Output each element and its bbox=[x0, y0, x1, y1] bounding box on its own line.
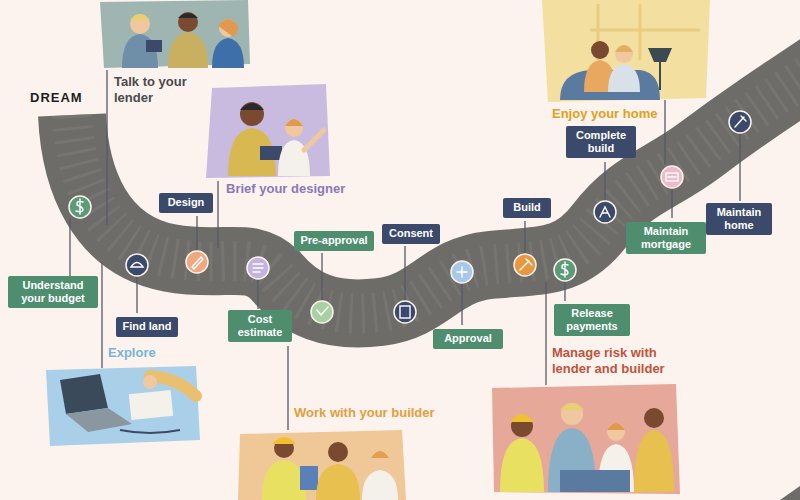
tag-text: Complete build bbox=[570, 129, 632, 155]
step-tag: Design bbox=[159, 193, 213, 212]
corner-mark bbox=[780, 486, 800, 500]
step-tag: Build bbox=[503, 198, 551, 217]
start-label: DREAM bbox=[30, 90, 83, 106]
step-tag: Maintain home bbox=[706, 203, 772, 235]
tag-text: Design bbox=[163, 196, 209, 209]
icon-glyphs bbox=[76, 116, 746, 318]
step-tag: Pre-approval bbox=[294, 231, 374, 250]
leader-lines bbox=[70, 70, 740, 430]
stage-heading: Work with your builder bbox=[294, 405, 435, 421]
step-tag: Understand your budget bbox=[8, 276, 98, 308]
stage-heading: Manage risk with lender and builder bbox=[552, 345, 692, 378]
step-tag: Maintain mortgage bbox=[626, 222, 706, 254]
step-tag: Find land bbox=[116, 317, 178, 336]
tag-text: Approval bbox=[437, 332, 499, 345]
step-tag: Complete build bbox=[566, 126, 636, 158]
risk-illustration bbox=[492, 384, 680, 494]
tag-text: Cost estimate bbox=[232, 313, 288, 339]
builder-illustration bbox=[238, 430, 406, 500]
tag-text: Release payments bbox=[558, 307, 626, 333]
tag-text: Build bbox=[507, 201, 547, 214]
tag-text: Understand your budget bbox=[12, 279, 94, 305]
tag-text: Consent bbox=[386, 227, 436, 240]
explore-illustration bbox=[46, 366, 200, 446]
stage-heading: Explore bbox=[108, 345, 156, 361]
step-icons bbox=[69, 111, 751, 323]
tag-text: Find land bbox=[120, 320, 174, 333]
step-tag: Consent bbox=[382, 224, 440, 243]
lender-illustration bbox=[100, 0, 250, 68]
tag-text: Maintain mortgage bbox=[630, 225, 702, 251]
home-illustration bbox=[542, 0, 710, 102]
tag-text: Maintain home bbox=[710, 206, 768, 232]
step-tag: Cost estimate bbox=[228, 310, 292, 342]
step-tag: Release payments bbox=[554, 304, 630, 336]
step-tag: Approval bbox=[433, 329, 503, 348]
stage-heading: Talk to your lender bbox=[114, 74, 214, 107]
designer-illustration bbox=[206, 84, 330, 178]
stage-heading: Enjoy your home bbox=[552, 106, 657, 122]
stage-heading: Brief your designer bbox=[226, 181, 345, 197]
tag-text: Pre-approval bbox=[298, 234, 370, 247]
